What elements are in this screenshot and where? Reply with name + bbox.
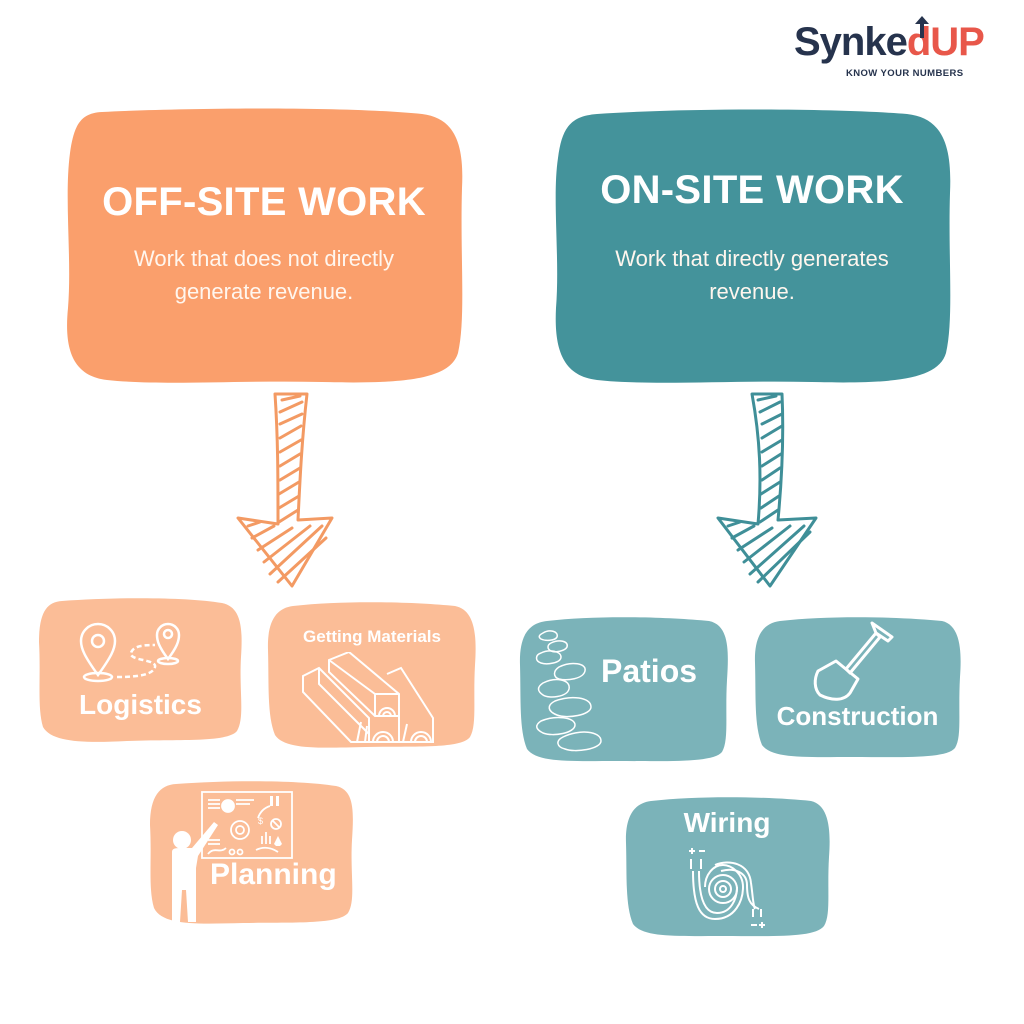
- up-arrow-icon: [915, 16, 929, 38]
- on-site-description-line1: Work that directly generates: [615, 246, 889, 271]
- logo-tagline: KNOW YOUR NUMBERS: [846, 68, 964, 79]
- off-site-description-line1: Work that does not directly: [133, 246, 395, 271]
- map-pin-route-icon: [79, 622, 181, 683]
- card-patios: Patios: [517, 615, 731, 763]
- card-wiring-label: Wiring: [683, 807, 771, 838]
- card-planning-label: Planning: [210, 858, 337, 891]
- lumber-icon: [302, 652, 434, 743]
- off-site-description-line2: generate revenue.: [174, 279, 354, 304]
- off-site-title: OFF-SITE WORK: [102, 180, 426, 224]
- card-getting-materials: Getting Materials: [265, 600, 479, 749]
- on-site-work-box: ON-SITE WORK Work that directly generate…: [552, 108, 952, 386]
- off-site-work-box: OFF-SITE WORK Work that does not directl…: [62, 108, 466, 386]
- card-planning: $ Planning: [148, 780, 356, 925]
- cable-coil-icon: [689, 848, 765, 928]
- card-patios-label: Patios: [601, 653, 698, 689]
- logo-text-synke: Synke: [794, 20, 908, 64]
- down-arrow-off-site-icon: [236, 392, 334, 588]
- card-getting-materials-label: Getting Materials: [303, 627, 441, 646]
- down-arrow-on-site-icon: [716, 392, 818, 588]
- card-construction-label: Construction: [776, 701, 939, 731]
- svg-text:$: $: [258, 816, 263, 826]
- card-construction: Construction: [752, 615, 963, 759]
- shovel-icon: [813, 621, 894, 701]
- synkedup-logo: SynkedUP KNOW YOUR NUMBERS: [794, 16, 994, 82]
- logo-wordmark: SynkedUP: [794, 20, 985, 65]
- presenter-board-icon: $: [172, 791, 293, 922]
- logo-text-d: d: [906, 20, 931, 64]
- stepping-stones-icon: [535, 630, 602, 752]
- card-logistics-label: Logistics: [79, 689, 202, 720]
- on-site-description-line2: revenue.: [709, 279, 795, 304]
- card-logistics: Logistics: [37, 597, 244, 743]
- card-wiring: Wiring: [623, 795, 831, 938]
- logo-text-up: UP: [930, 20, 985, 64]
- on-site-title: ON-SITE WORK: [600, 168, 904, 212]
